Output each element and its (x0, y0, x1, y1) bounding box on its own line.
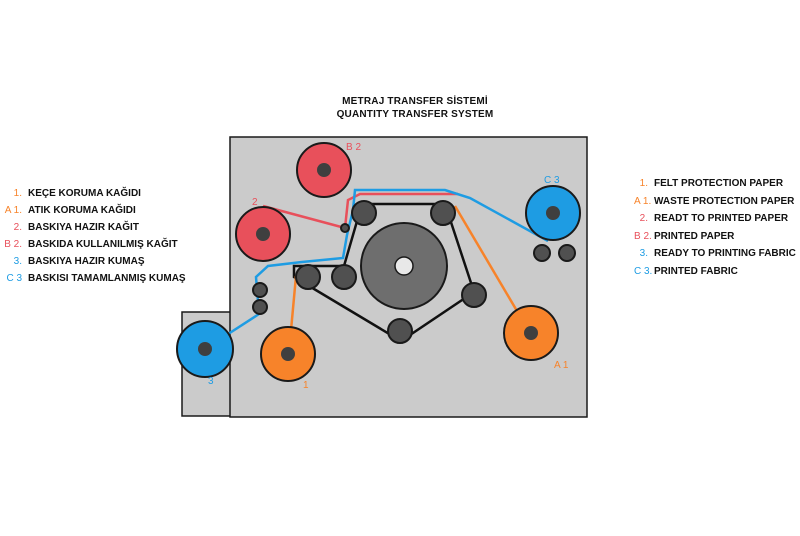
paper-path (262, 192, 458, 230)
roll-label-b2: B 2 (346, 142, 361, 153)
legend-code: B 2. (634, 230, 652, 242)
guide-roller-bottom (387, 318, 413, 344)
legend-code: 2. (13, 222, 22, 233)
legend-label: WASTE PROTECTION PAPER (654, 195, 795, 207)
fabric-roll-3 (176, 320, 234, 378)
legend-label: KEÇE KORUMA KAĞIDI (28, 188, 141, 199)
guide-roller-left-2 (331, 264, 357, 290)
legend-code: C 3 (6, 273, 22, 284)
legend-item: 2. READT TO PRINTED PAPER (634, 213, 788, 224)
guide-roller-small-1 (252, 282, 268, 298)
diagram-title: METRAJ TRANSFER SİSTEMİ (342, 96, 488, 107)
guide-roller-c3-1 (533, 244, 551, 262)
legend-code: 3. (13, 256, 22, 267)
guide-roller-top-right (430, 200, 456, 226)
guide-roller-top-left (351, 200, 377, 226)
legend-code: 2. (639, 213, 648, 224)
legend-code: A 1. (4, 205, 22, 216)
legend-label: PRINTED PAPER (654, 230, 735, 242)
legend-item: C 3.PRINTED FABRIC (634, 266, 738, 277)
legend-item: 1. KEÇE KORUMA KAĞIDI (0, 188, 141, 199)
legend-label: ATIK KORUMA KAĞIDI (28, 205, 136, 216)
guide-roller-small-2 (252, 299, 268, 315)
roll-label-1: 1 (303, 380, 309, 391)
legend-label: READY TO PRINTING FABRIC (654, 248, 796, 259)
legend-item: C 3 BASKISI TAMAMLANMIŞ KUMAŞ (0, 273, 186, 284)
legend-label: FELT PROTECTION PAPER (654, 178, 784, 189)
legend-item: B 2. BASKIDA KULLANILMIŞ KAĞIT (0, 239, 178, 250)
legend-label: READT TO PRINTED PAPER (654, 213, 789, 224)
main-drum-hub (394, 256, 414, 276)
fabric-roll-c3 (525, 185, 581, 241)
legend-item: 3. READY TO PRINTING FABRIC (634, 248, 796, 259)
guide-rollers (252, 200, 576, 344)
roll-label-a1: A 1 (554, 360, 569, 371)
legend-item: B 2.PRINTED PAPER (634, 231, 734, 242)
legend-label: BASKIYA HAZIR KAĞIT (28, 222, 139, 233)
legend-item: A 1. ATIK KORUMA KAĞIDI (0, 205, 136, 216)
guide-roller-c3-2 (558, 244, 576, 262)
paper-roll-b2 (296, 142, 352, 198)
diagram-subtitle: QUANTITY TRANSFER SYSTEM (336, 109, 494, 120)
legend-label: BASKIDA KULLANILMIŞ KAĞIT (28, 239, 178, 250)
legend-code: 1. (639, 178, 648, 189)
legend-label: BASKIYA HAZIR KUMAŞ (28, 256, 145, 267)
legend-label: BASKISI TAMAMLANMIŞ KUMAŞ (28, 273, 186, 284)
legend-item: 1. FELT PROTECTION PAPER (634, 178, 783, 189)
legend-code: 3. (639, 248, 648, 259)
legend-code: C 3. (634, 265, 653, 277)
paper-roll-2 (235, 206, 291, 262)
legend-item: A 1.WASTE PROTECTION PAPER (634, 196, 794, 207)
guide-roller-right (461, 282, 487, 308)
felt-roll-1 (260, 326, 316, 382)
legend-code: A 1. (634, 195, 652, 207)
legend-item: 2. BASKIYA HAZIR KAĞIT (0, 222, 139, 233)
legend-label: PRINTED FABRIC (654, 265, 738, 277)
roll-label-3: 3 (208, 376, 214, 387)
roll-label-c3: C 3 (544, 175, 560, 186)
legend-item: 3. BASKIYA HAZIR KUMAŞ (0, 256, 145, 267)
roll-label-2: 2 (252, 197, 258, 208)
guide-roller-left-1 (295, 264, 321, 290)
legend-code: 1. (13, 188, 22, 199)
felt-roll-a1 (503, 305, 559, 361)
legend-code: B 2. (4, 239, 22, 250)
guide-roller-tiny (340, 223, 350, 233)
